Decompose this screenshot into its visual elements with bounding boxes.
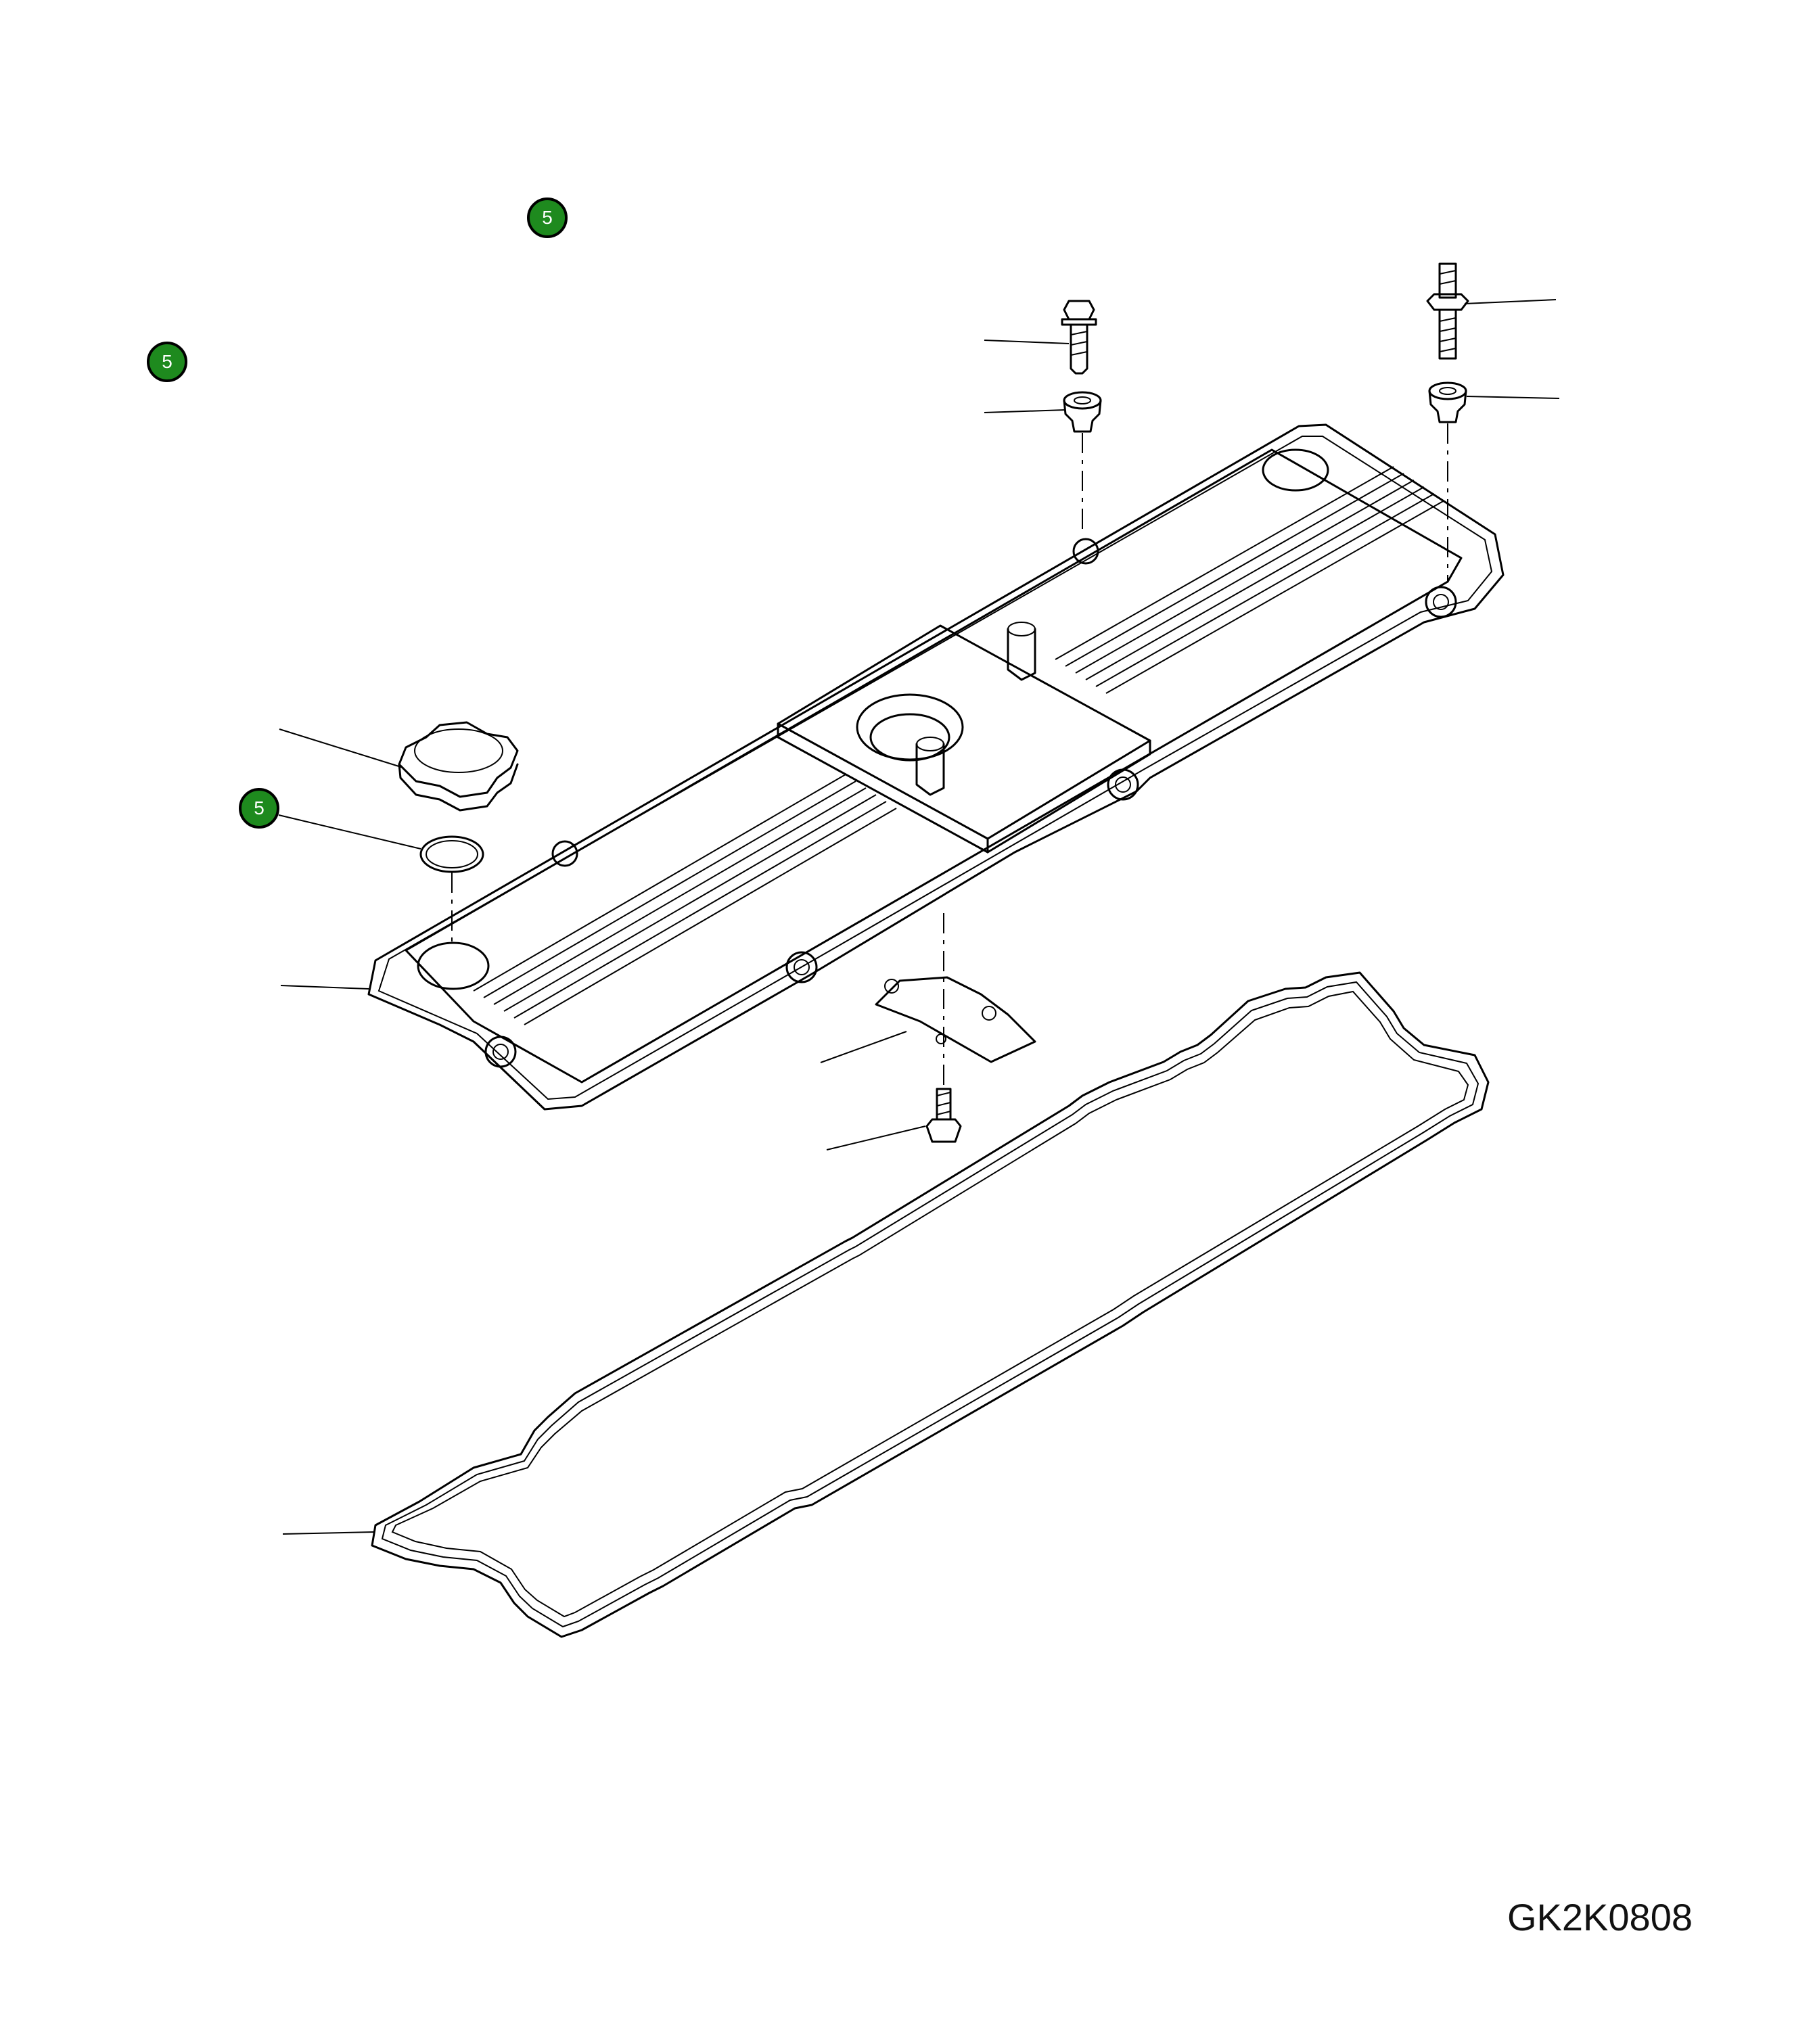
stud-right xyxy=(1426,262,1469,360)
grommet-right xyxy=(1428,381,1467,423)
callout-badge-oil-cap-seal[interactable]: 5 xyxy=(239,788,279,829)
baffle-plate xyxy=(875,976,1036,1063)
leader-lines xyxy=(278,299,1560,1535)
callout-badge-left[interactable]: 5 xyxy=(147,342,187,382)
valve-cover xyxy=(367,423,1505,1111)
bolt-left xyxy=(1061,300,1097,375)
callout-badge-top[interactable]: 5 xyxy=(527,198,568,238)
baffle-bolt xyxy=(925,1088,962,1143)
grommet-left xyxy=(1063,391,1102,433)
o-ring xyxy=(419,835,484,873)
drawing-code: GK2K0808 xyxy=(1507,1896,1693,1938)
callout-label: 5 xyxy=(542,207,553,228)
oil-filler-cap xyxy=(398,721,519,812)
valve-cover-gasket xyxy=(371,971,1490,1638)
callout-label: 5 xyxy=(254,797,265,818)
center-lines xyxy=(451,423,1448,1086)
callout-label: 5 xyxy=(162,351,173,372)
